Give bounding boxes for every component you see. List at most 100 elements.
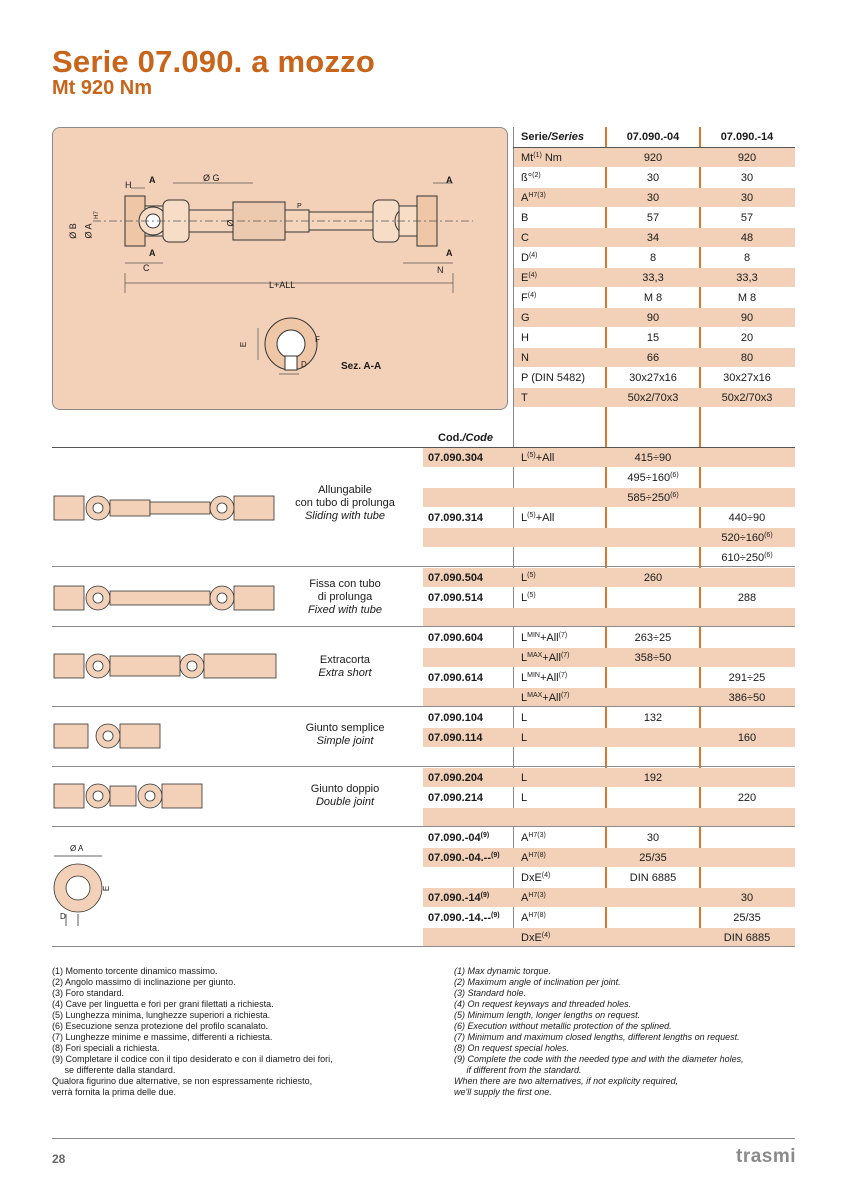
row-shade: [423, 888, 795, 907]
table-row-parameter: LMIN+All(7): [521, 668, 567, 688]
footnote-line-it: se differente dalla standard.: [52, 1065, 176, 1075]
spec-value-14: 8: [743, 252, 751, 264]
spec-value-04: 8: [649, 252, 657, 264]
table-row-value-04: 260: [606, 568, 700, 588]
superscript: (5): [527, 512, 536, 519]
parameter-text: L: [521, 712, 528, 724]
value-text: 132: [643, 712, 663, 724]
table-row-parameter: LMAX+All(7): [521, 648, 570, 668]
spec-label: F(4): [521, 288, 536, 308]
row-shade: [514, 388, 795, 407]
table-row-parameter: AH7(3): [521, 888, 546, 908]
footnote-line-it: (3) Foro standard.: [52, 988, 125, 998]
table-row-parameter: L(5): [521, 568, 536, 588]
footnote-line-it: (6) Esecuzione senza protezione del prof…: [52, 1021, 269, 1031]
table-row-value-04: [606, 588, 700, 608]
footnote-line-it: (5) Lunghezza minima, lunghezze superior…: [52, 1010, 271, 1020]
table-row-value-14: 288: [700, 588, 794, 608]
page-number: 28: [52, 1152, 66, 1166]
footnote-line-en: if different from the standard.: [454, 1065, 582, 1075]
table-row-value-04: [606, 528, 700, 548]
code-text: 07.090.614: [428, 672, 484, 684]
spec-label-text: A: [521, 192, 529, 204]
superscript: (6): [670, 472, 679, 479]
spec-label: E(4): [521, 268, 537, 288]
spec-label-text: D: [521, 252, 529, 264]
parameter-text: L: [521, 632, 528, 644]
table-row-code: 07.090.-14.--(9): [428, 908, 500, 928]
spec-value-14: 30x27x16: [723, 372, 771, 384]
spec-label: P (DIN 5482): [521, 368, 585, 388]
table-row-value-04: 415÷90: [606, 448, 700, 468]
value-text: DIN 6885: [629, 872, 677, 884]
superscript: (9): [490, 852, 500, 859]
table-row-parameter: LMAX+All(7): [521, 688, 570, 708]
label-e: E: [239, 341, 249, 348]
spec-value-14: 90: [740, 312, 754, 324]
table-row-value-04: 30: [606, 828, 700, 848]
superscript: (2): [532, 172, 541, 179]
table-row-value-04: 25/35: [606, 848, 700, 868]
superscript: H7(3): [528, 892, 546, 899]
label-c: C: [143, 263, 150, 273]
footnotes-italian: (1) Momento torcente dinamico massimo.(2…: [52, 966, 333, 1098]
row-shade: [423, 648, 795, 667]
row-shade: [423, 808, 795, 827]
spec-label-text: T: [521, 392, 528, 404]
table-row-value-14: [700, 628, 794, 648]
footnote-line-en: (2) Maximum angle of inclination per joi…: [454, 977, 621, 987]
parameter-text: A: [521, 912, 529, 924]
label-d: D: [301, 360, 307, 369]
superscript: (5): [527, 572, 536, 579]
row-shade: [423, 488, 795, 507]
footnote-line-en: we'll supply the first one.: [454, 1087, 552, 1097]
code-text: 07.090.-14.--: [428, 912, 491, 924]
superscript: (9): [480, 892, 490, 899]
table-row-code: 07.090.-14(9): [428, 888, 489, 908]
table-row-parameter: L(5)+All: [521, 508, 554, 528]
label-a-top-left: A: [149, 175, 156, 185]
table-row-value-14: 520÷160(6): [700, 528, 794, 548]
row-shade: [423, 568, 795, 587]
table-row-value-04: [606, 688, 700, 708]
value-text: 585÷250: [627, 492, 671, 504]
spec-label-text: G: [521, 312, 530, 324]
footnote-line-en: (5) Minimum length, longer lengths on re…: [454, 1010, 641, 1020]
parameter-text: DxE: [521, 932, 542, 944]
footnote-line-it: (4) Cave per linguetta e fori per grani …: [52, 999, 274, 1009]
parameter-text: L: [521, 592, 528, 604]
footer-rule: [52, 1138, 795, 1139]
table-row-code: 07.090.314: [428, 508, 483, 528]
superscript: (6): [764, 552, 773, 559]
table-row-value-04: [606, 728, 700, 748]
series-header: Serie/Series: [521, 131, 585, 143]
bore-label-phi-a: Ø A: [70, 844, 84, 853]
footnote-line-en: (6) Execution without metallic protectio…: [454, 1021, 672, 1031]
table-row-value-14: [700, 828, 794, 848]
code-text: 07.090.-14: [428, 892, 481, 904]
label-n: N: [437, 265, 444, 275]
parameter-text: L: [521, 732, 528, 744]
value-text: 386÷50: [728, 692, 766, 704]
superscript: (9): [490, 912, 500, 919]
spec-value-14: 30: [740, 172, 754, 184]
footnote-line-it: (1) Momento torcente dinamico massimo.: [52, 966, 218, 976]
spec-label-text: F: [521, 292, 528, 304]
footnote-line-en: (4) On request keyways and threaded hole…: [454, 999, 632, 1009]
parameter-suffix: +All: [539, 672, 559, 684]
table-row-value-04: [606, 888, 700, 908]
table-row-code: 07.090.-04.--(9): [428, 848, 500, 868]
spec-label: N: [521, 348, 529, 368]
table-row-value-14: DIN 6885: [700, 928, 794, 948]
row-shade: [423, 688, 795, 707]
value-text: 25/35: [733, 912, 761, 924]
table-row-value-04: [606, 548, 700, 568]
sliding-shaft-image: [53, 495, 275, 521]
group-separator: [52, 706, 795, 707]
table-row-code: 07.090.604: [428, 628, 483, 648]
superscript: MIN: [527, 672, 540, 679]
